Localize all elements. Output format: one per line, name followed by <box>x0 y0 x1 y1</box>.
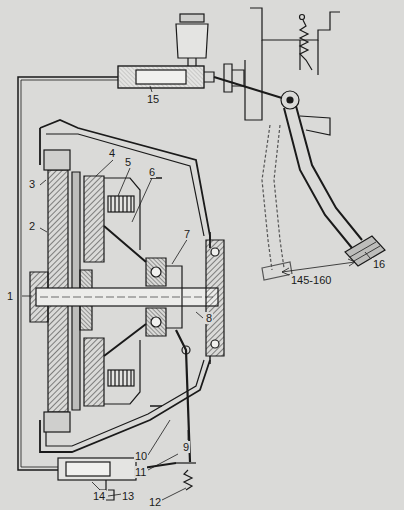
callout-number: 2 <box>28 220 36 232</box>
callout-number: 9 <box>182 441 190 453</box>
callout-number: 14 <box>92 490 106 502</box>
callout-number: 8 <box>205 312 213 324</box>
callout-number: 16 <box>372 258 386 270</box>
callout-number: 12 <box>148 496 162 508</box>
callout-number: 10 <box>134 450 148 462</box>
dimension-label: 145-160 <box>290 274 332 286</box>
callout-number: 6 <box>148 166 156 178</box>
callout-number: 5 <box>124 156 132 168</box>
callout-number: 3 <box>28 178 36 190</box>
callout-number: 11 <box>134 466 147 478</box>
callout-number: 13 <box>121 490 135 502</box>
callout-number: 1 <box>6 290 14 302</box>
callout-number: 4 <box>108 147 116 159</box>
callout-number: 15 <box>146 93 160 105</box>
callout-number: 7 <box>183 228 191 240</box>
